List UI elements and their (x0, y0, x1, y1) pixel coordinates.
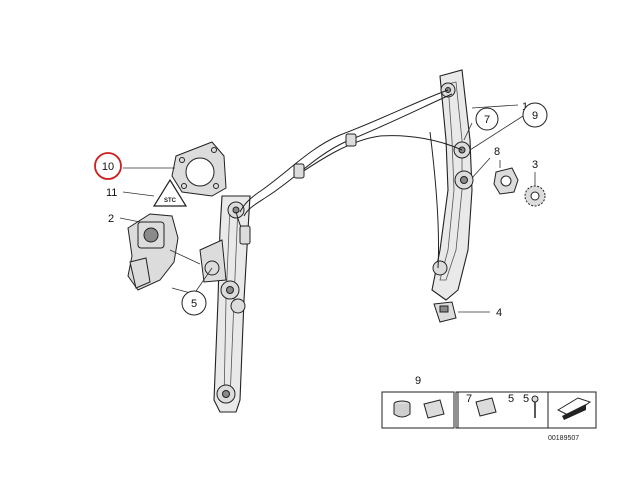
repair-kit-box: 9 7 5 5 (381, 375, 597, 429)
callout-2: 2 (108, 213, 114, 225)
callout-10: 10 (94, 152, 122, 180)
slide-clip (433, 301, 457, 323)
svg-text:10: 10 (102, 161, 114, 173)
svg-text:7: 7 (466, 393, 472, 405)
round-clip (493, 167, 519, 195)
callout-leaders (119, 104, 536, 313)
svg-text:5: 5 (508, 393, 514, 405)
svg-text:7: 7 (484, 114, 490, 126)
svg-text:9: 9 (415, 375, 421, 387)
svg-text:00189507: 00189507 (548, 435, 579, 442)
gasket-plate (171, 141, 227, 197)
kit-lever-part (556, 397, 592, 420)
svg-text:9: 9 (532, 110, 538, 122)
toothed-washer (524, 185, 546, 207)
kit-cap-part (393, 400, 411, 418)
svg-text:8: 8 (494, 146, 500, 158)
callout-11: 11 (106, 187, 117, 199)
svg-text:STC: STC (164, 198, 177, 204)
warning-label-triangle: STC (152, 178, 188, 207)
callout-1: 1 (522, 101, 528, 113)
svg-text:1: 1 (522, 101, 528, 113)
callout-4: 4 (496, 307, 502, 319)
kit-clip-part-a (423, 399, 445, 419)
regulator-cables (235, 89, 463, 269)
callout-5: 5 (181, 290, 207, 316)
callout-8: 8 (494, 146, 500, 158)
window-motor (127, 213, 201, 291)
svg-text:5: 5 (191, 298, 197, 310)
left-guide-rail (199, 195, 251, 413)
drawing-number: 00189507 (548, 435, 579, 442)
svg-text:5: 5 (523, 393, 529, 405)
svg-text:3: 3 (532, 159, 538, 171)
callout-7: 7 (475, 107, 499, 131)
kit-clip-part-b (475, 397, 497, 417)
svg-text:4: 4 (496, 307, 502, 319)
svg-text:11: 11 (106, 187, 117, 199)
kit-screw-part (531, 395, 539, 418)
svg-text:2: 2 (108, 213, 114, 225)
callout-3: 3 (532, 159, 538, 171)
callout-9: 9 (522, 102, 548, 128)
right-guide-rail (431, 69, 474, 301)
